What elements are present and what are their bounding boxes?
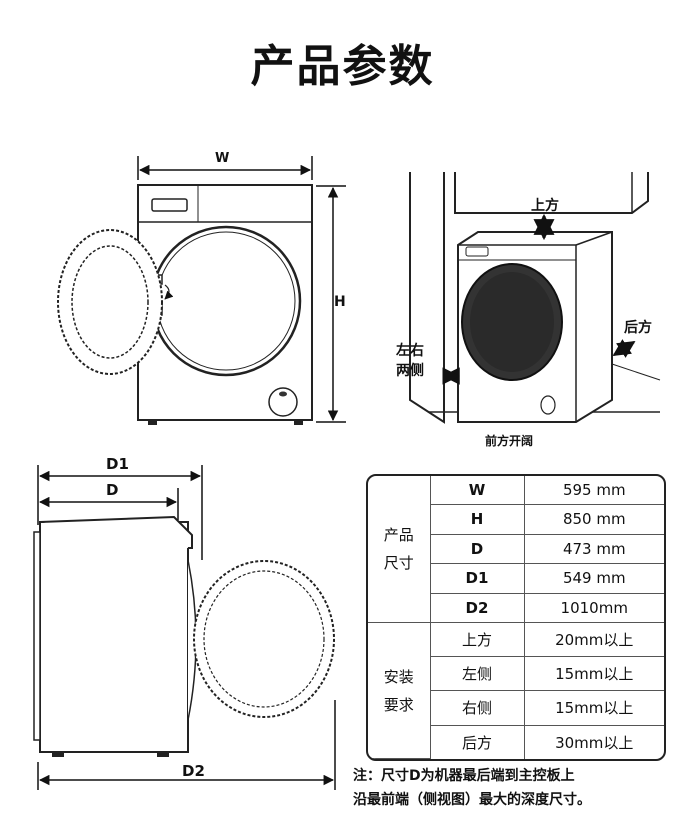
- table-row: D1 549 mm: [368, 563, 664, 594]
- back-clearance-label: 后方: [624, 320, 652, 336]
- spec-key: D: [430, 533, 525, 565]
- front-view: [57, 156, 346, 425]
- spec-value: 595 mm: [523, 476, 664, 506]
- table-row: 安装 要求 上方 20mm以上: [368, 622, 664, 759]
- front-clearance-label: 前方开阔: [485, 434, 534, 448]
- install-key: 上方: [429, 622, 525, 658]
- d1-label: D1: [106, 455, 129, 473]
- spec-value: 473 mm: [523, 533, 664, 565]
- clearance-view: [409, 172, 661, 424]
- top-clearance-label: 上方: [531, 198, 559, 214]
- page-title: 产品参数: [250, 41, 435, 92]
- spec-key: D2: [430, 592, 525, 624]
- spec-value: 549 mm: [523, 563, 664, 594]
- install-key: 右侧: [430, 690, 525, 726]
- spec-key: W: [429, 476, 525, 506]
- filter-cap: [268, 387, 298, 417]
- table-row: 后方 30mm以上: [368, 724, 664, 759]
- side-clearance-label-2: 两侧: [396, 363, 424, 379]
- size-group-cell: 产品 尺寸: [368, 476, 431, 624]
- install-key: 左侧: [430, 656, 525, 692]
- install-value: 15mm以上: [523, 656, 664, 692]
- width-label: W: [215, 151, 230, 166]
- side-open-door-outline: [193, 560, 335, 718]
- d2-label: D2: [182, 762, 205, 780]
- table-row: 产品 尺寸 W 595 mm: [368, 476, 664, 624]
- footnote-line-2: 沿最前端（侧视图）最大的深度尺寸。: [353, 792, 591, 808]
- install-value: 20mm以上: [523, 622, 664, 658]
- table-row: H 850 mm: [368, 504, 664, 535]
- footnote: 注：尺寸D为机器最后端到主控板上 沿最前端（侧视图）最大的深度尺寸。: [353, 764, 673, 812]
- install-value: 30mm以上: [523, 724, 664, 759]
- detergent-drawer: [151, 198, 188, 212]
- d-label: D: [106, 481, 119, 499]
- side-view: [33, 465, 336, 790]
- spec-value: 1010mm: [523, 592, 664, 624]
- back-clearance-arrow: [612, 339, 636, 358]
- table-row: 右侧 15mm以上: [368, 690, 664, 726]
- open-door-outline: [57, 229, 163, 375]
- spec-key: D1: [430, 563, 525, 594]
- spec-value: 850 mm: [523, 504, 664, 535]
- washer-side-body: [39, 521, 189, 753]
- spec-key: H: [430, 504, 525, 535]
- height-label: H: [334, 294, 346, 310]
- install-value: 15mm以上: [523, 690, 664, 726]
- side-clearance-label-1: 左右: [396, 343, 424, 359]
- install-key: 后方: [430, 724, 525, 759]
- spec-table: 产品 尺寸 W 595 mm H 850 mm D 473 mm D1 549 …: [366, 474, 666, 761]
- install-group-cell: 安装 要求: [368, 622, 431, 759]
- footnote-line-1: 注：尺寸D为机器最后端到主控板上: [353, 768, 575, 784]
- table-row: D2 1010mm: [368, 592, 664, 624]
